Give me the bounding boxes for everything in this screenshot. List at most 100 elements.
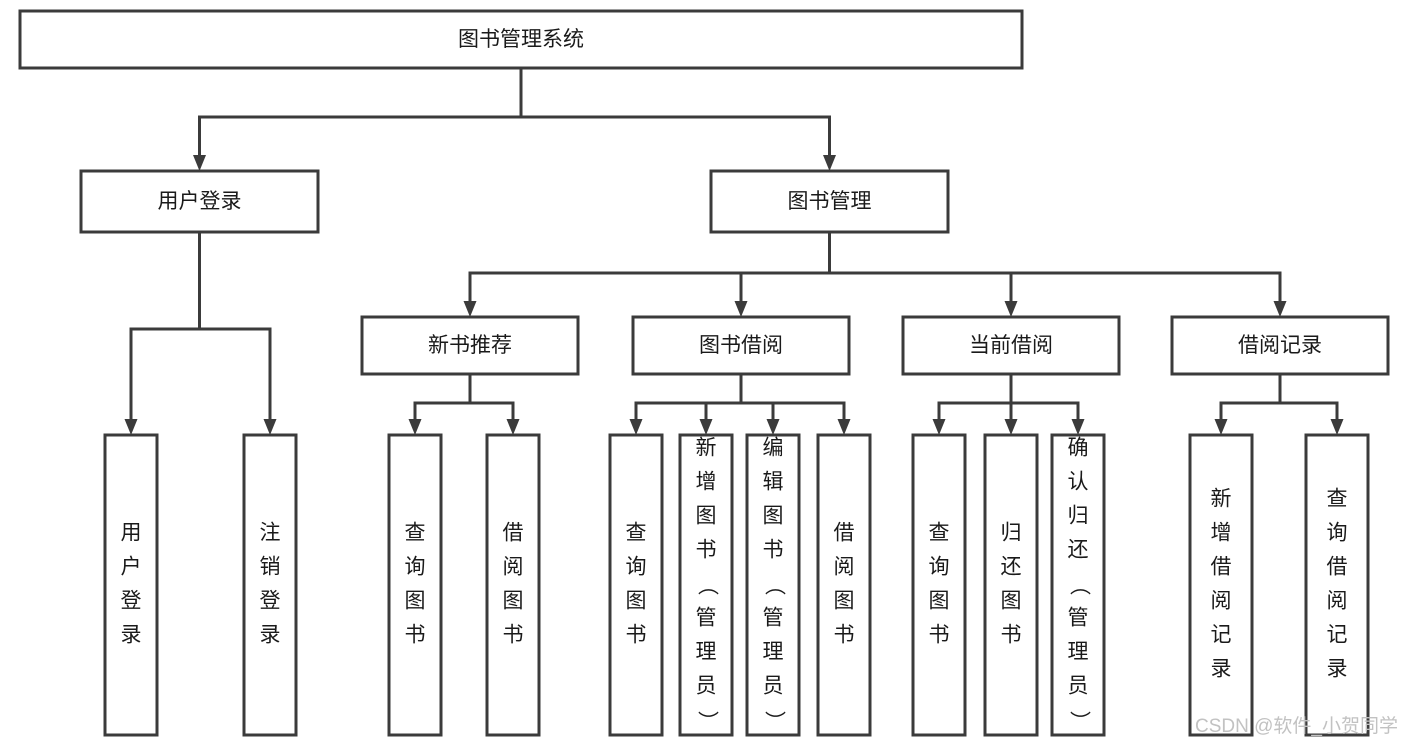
connector-arrowhead (766, 419, 780, 435)
node-label-char: 增 (1211, 522, 1232, 545)
node-label-char: 询 (929, 556, 950, 579)
connector-user-login-to-leaves (124, 230, 277, 435)
node-box[interactable] (911, 433, 967, 737)
node-user-login[interactable]: 用户登录 (79, 169, 320, 234)
node-label-char: 借 (1327, 556, 1348, 579)
node-label-char: 编 (763, 437, 784, 460)
node-label-char: 查 (1327, 488, 1348, 511)
node-label-char: 管 (763, 607, 784, 630)
node-label-char: 户 (121, 556, 142, 579)
node-layer: 图书管理系统用户登录图书管理新书推荐图书借阅当前借阅借阅记录用户登录注销登录查询… (18, 9, 1390, 737)
connector-arrowhead (932, 419, 946, 435)
node-label-char: ） (695, 711, 718, 732)
node-box[interactable] (608, 433, 664, 737)
node-borrow-record[interactable]: 借阅记录 (1170, 315, 1390, 376)
node-box[interactable] (485, 433, 541, 737)
node-label-char: 书 (626, 624, 647, 647)
node-label-char: 还 (1001, 556, 1022, 579)
node-label-char: 阅 (834, 556, 855, 579)
node-label: 图书管理 (788, 190, 872, 213)
node-label-char: 借 (503, 522, 524, 545)
node-label-char: ） (762, 711, 785, 732)
node-box[interactable] (1188, 433, 1254, 737)
node-label-char: 管 (696, 607, 717, 630)
node-book-borrow[interactable]: 图书借阅 (631, 315, 851, 376)
node-box[interactable] (1304, 433, 1370, 737)
node-box[interactable] (745, 433, 801, 737)
node-label-char: 阅 (1211, 590, 1232, 613)
node-label-char: （ (1067, 575, 1090, 596)
node-label-char: 用 (121, 522, 142, 545)
node-label-char: 书 (405, 624, 426, 647)
connector-arrowhead (263, 419, 277, 435)
node-root[interactable]: 图书管理系统 (18, 9, 1024, 70)
node-book-manage[interactable]: 图书管理 (709, 169, 950, 234)
node-box[interactable] (983, 433, 1039, 737)
node-label: 用户登录 (121, 522, 142, 647)
node-box[interactable] (678, 433, 734, 737)
node-box[interactable] (816, 433, 872, 737)
node-box[interactable] (631, 315, 851, 376)
node-current-borrow[interactable]: 当前借阅 (901, 315, 1121, 376)
node-label-char: 认 (1068, 471, 1089, 494)
node-box[interactable] (1170, 315, 1390, 376)
node-box[interactable] (242, 433, 298, 737)
node-new-book-rec[interactable]: 新书推荐 (360, 315, 580, 376)
node-label-char: 图 (626, 590, 647, 613)
node-label-char: 员 (1068, 675, 1089, 698)
node-box[interactable] (709, 169, 950, 234)
connector-arrowhead (1214, 419, 1228, 435)
node-box[interactable] (103, 433, 159, 737)
node-box[interactable] (901, 315, 1121, 376)
node-label-char: 图 (1001, 590, 1022, 613)
node-label-char: 销 (260, 556, 281, 579)
node-label: 用户登录 (158, 190, 242, 213)
node-box[interactable] (360, 315, 580, 376)
node-label-char: 询 (626, 556, 647, 579)
node-box[interactable] (1050, 433, 1106, 737)
node-label-char: 理 (763, 641, 784, 664)
node-label-char: 书 (1001, 624, 1022, 647)
node-box[interactable] (79, 169, 320, 234)
node-box[interactable] (18, 9, 1024, 70)
node-label-char: 书 (763, 539, 784, 562)
node-leaf-user-login[interactable]: 用户登录 (103, 433, 159, 737)
csdn-watermark: CSDN @软件_小贺同学 (1195, 715, 1398, 737)
node-label-char: 图 (696, 505, 717, 528)
node-label-char: 新 (696, 437, 717, 460)
node-label-char: 注 (260, 522, 281, 545)
node-label-char: ） (1067, 711, 1090, 732)
node-label-char: 图 (503, 590, 524, 613)
node-label-char: 书 (929, 624, 950, 647)
node-label-char: 图 (929, 590, 950, 613)
connector-arrowhead (734, 301, 748, 317)
connector-arrowhead (1330, 419, 1344, 435)
node-label-char: 辑 (763, 471, 784, 494)
node-label-char: 阅 (503, 556, 524, 579)
node-label-char: 书 (696, 539, 717, 562)
node-label: 图书管理系统 (458, 28, 584, 51)
node-box[interactable] (387, 433, 443, 737)
connector-book-borrow-to-leaves (629, 372, 851, 435)
